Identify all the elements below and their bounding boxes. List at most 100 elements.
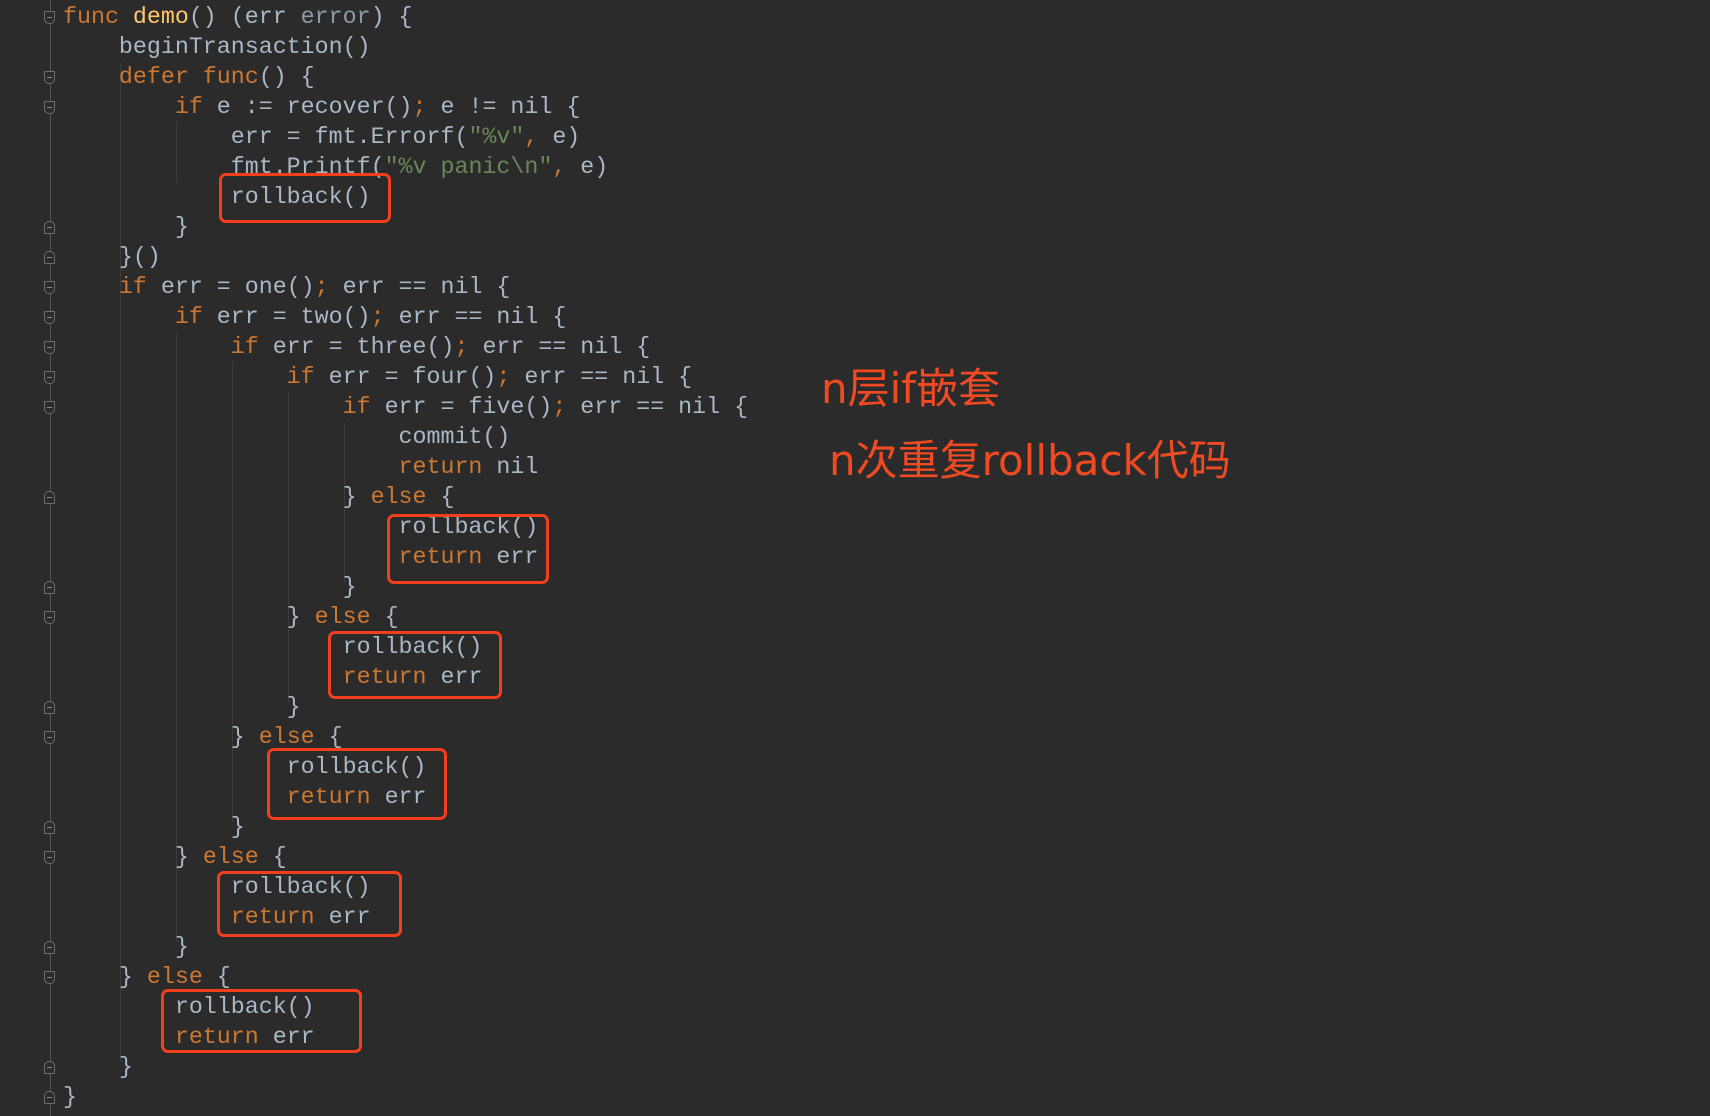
- code-token: if: [63, 304, 217, 330]
- code-line: }: [63, 212, 189, 242]
- code-line: rollback(): [63, 512, 539, 542]
- code-token: return: [63, 904, 329, 930]
- fold-end-icon[interactable]: [44, 1091, 55, 1104]
- fold-collapse-icon[interactable]: [44, 401, 55, 414]
- code-token: rollback(): [63, 994, 315, 1020]
- fold-collapse-icon[interactable]: [44, 311, 55, 324]
- code-line: rollback(): [63, 632, 483, 662]
- code-token: ;: [496, 364, 525, 390]
- highlight-box: [219, 173, 391, 223]
- fold-collapse-icon[interactable]: [44, 971, 55, 984]
- code-token: ;: [454, 334, 483, 360]
- code-line: rollback(): [63, 182, 371, 212]
- code-token: return: [63, 544, 497, 570]
- highlight-box: [267, 748, 447, 820]
- code-line: }: [63, 1082, 77, 1112]
- code-line: } else {: [63, 722, 343, 752]
- fold-collapse-icon[interactable]: [44, 611, 55, 624]
- code-token: rollback(): [63, 874, 371, 900]
- code-token: rollback(): [63, 634, 483, 660]
- code-token: }: [63, 844, 203, 870]
- annotation-repeated-rollback: n次重复rollback代码: [829, 436, 1231, 485]
- fold-collapse-icon[interactable]: [44, 101, 55, 114]
- code-token: }: [63, 934, 189, 960]
- fold-collapse-icon[interactable]: [44, 11, 55, 24]
- code-token: if: [63, 334, 273, 360]
- code-token: return: [63, 784, 385, 810]
- code-token: else: [146, 964, 217, 990]
- fold-end-icon[interactable]: [44, 821, 55, 834]
- code-token: beginTransaction(): [63, 34, 371, 60]
- code-token: ,: [552, 154, 581, 180]
- fold-end-icon[interactable]: [44, 491, 55, 504]
- fold-end-icon[interactable]: [44, 221, 55, 234]
- code-token: e != nil {: [440, 94, 581, 120]
- code-token: err = one(): [160, 274, 315, 300]
- code-token: {: [328, 724, 343, 750]
- fold-collapse-icon[interactable]: [44, 851, 55, 864]
- code-token: "%v panic\n": [384, 154, 553, 180]
- code-token: rollback(): [63, 184, 371, 210]
- code-token: err = fmt.Errorf(: [63, 124, 469, 150]
- code-token: }(): [63, 244, 161, 270]
- fold-end-icon[interactable]: [44, 701, 55, 714]
- code-line: }: [63, 932, 189, 962]
- highlight-box: [161, 989, 362, 1053]
- code-token: }: [63, 214, 189, 240]
- code-token: ;: [314, 274, 343, 300]
- code-token: ;: [370, 304, 399, 330]
- code-token: if: [63, 364, 329, 390]
- code-token: e): [552, 124, 581, 150]
- code-token: err == nil {: [398, 304, 567, 330]
- code-token: {: [272, 844, 287, 870]
- indent-guide: [120, 62, 121, 1062]
- fold-end-icon[interactable]: [44, 581, 55, 594]
- code-line: return err: [63, 1022, 315, 1052]
- code-token: else: [202, 844, 273, 870]
- code-token: demo: [132, 4, 189, 30]
- code-token: err: [440, 664, 483, 690]
- fold-collapse-icon[interactable]: [44, 71, 55, 84]
- code-token: () (err: [188, 4, 301, 30]
- fold-collapse-icon[interactable]: [44, 371, 55, 384]
- code-line: func demo() (err error) {: [63, 2, 413, 32]
- code-token: err: [384, 784, 427, 810]
- code-token: if: [63, 394, 385, 420]
- code-token: e): [580, 154, 609, 180]
- code-line: } else {: [63, 482, 455, 512]
- code-line: } else {: [63, 962, 231, 992]
- code-token: err == nil {: [580, 394, 749, 420]
- fold-collapse-icon[interactable]: [44, 341, 55, 354]
- code-token: err = five(): [384, 394, 553, 420]
- code-token: ,: [524, 124, 553, 150]
- indent-guide: [176, 332, 177, 942]
- fold-end-icon[interactable]: [44, 941, 55, 954]
- code-token: defer func: [63, 64, 259, 90]
- code-line: rollback(): [63, 872, 371, 902]
- code-token: err == nil {: [342, 274, 511, 300]
- fold-collapse-icon[interactable]: [44, 281, 55, 294]
- code-token: }: [63, 964, 147, 990]
- code-line: }: [63, 1052, 133, 1082]
- code-line: return err: [63, 782, 427, 812]
- code-line: return nil: [63, 452, 539, 482]
- code-token: }: [63, 814, 245, 840]
- code-line: if err = four(); err == nil {: [63, 362, 692, 392]
- code-line: return err: [63, 542, 539, 572]
- code-token: ;: [552, 394, 581, 420]
- code-token: else: [258, 724, 329, 750]
- code-token: {: [216, 964, 231, 990]
- fold-end-icon[interactable]: [44, 1061, 55, 1074]
- code-token: err: [272, 1024, 315, 1050]
- code-token: err == nil {: [524, 364, 693, 390]
- fold-end-icon[interactable]: [44, 251, 55, 264]
- code-token: err: [328, 904, 371, 930]
- code-line: if err = five(); err == nil {: [63, 392, 748, 422]
- code-token: }: [63, 574, 357, 600]
- code-token: {: [440, 484, 455, 510]
- code-token: rollback(): [63, 754, 427, 780]
- code-line: beginTransaction(): [63, 32, 371, 62]
- code-token: }: [63, 1084, 77, 1110]
- fold-collapse-icon[interactable]: [44, 731, 55, 744]
